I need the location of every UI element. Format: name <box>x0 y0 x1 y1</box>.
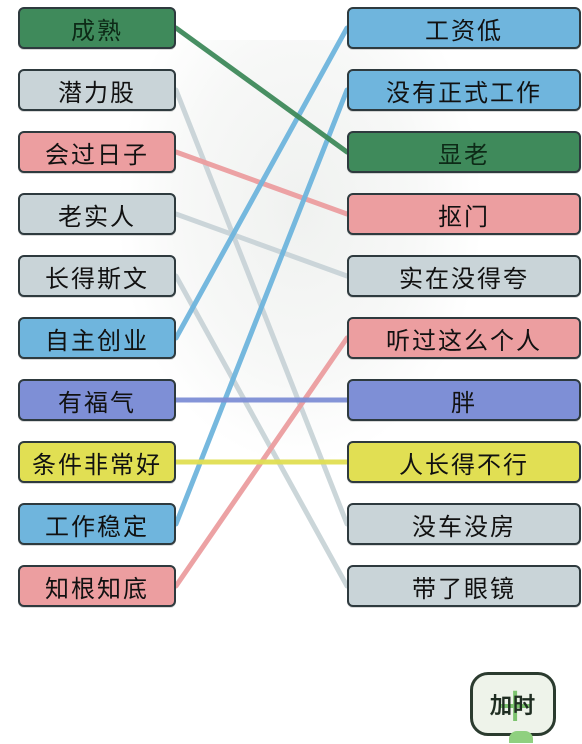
add-time-button[interactable]: + 加时 <box>470 672 556 743</box>
left-card-6[interactable]: 自主创业 <box>18 317 176 359</box>
right-card-8[interactable]: 人长得不行 <box>347 441 581 483</box>
left-card-3[interactable]: 会过日子 <box>18 131 176 173</box>
connection-line-1-to-3 <box>173 25 350 155</box>
right-card-5[interactable]: 实在没得夸 <box>347 255 581 297</box>
left-card-9[interactable]: 工作稳定 <box>18 503 176 545</box>
right-card-3[interactable]: 显老 <box>347 131 581 173</box>
right-card-1[interactable]: 工资低 <box>347 7 581 49</box>
plus-icon: + <box>495 677 536 733</box>
left-card-2[interactable]: 潜力股 <box>18 69 176 111</box>
left-card-10[interactable]: 知根知底 <box>18 565 176 607</box>
connection-line-5-to-10 <box>173 273 350 589</box>
right-card-2[interactable]: 没有正式工作 <box>347 69 581 111</box>
add-time-label: 加时 <box>489 694 536 719</box>
left-card-1[interactable]: 成熟 <box>18 7 176 49</box>
connection-line-9-to-2 <box>173 87 350 527</box>
left-card-7[interactable]: 有福气 <box>18 379 176 421</box>
left-card-4[interactable]: 老实人 <box>18 193 176 235</box>
left-card-5[interactable]: 长得斯文 <box>18 255 176 297</box>
right-card-7[interactable]: 胖 <box>347 379 581 421</box>
right-card-10[interactable]: 带了眼镜 <box>347 565 581 607</box>
right-card-9[interactable]: 没车没房 <box>347 503 581 545</box>
leaf-icon <box>509 731 533 743</box>
right-card-4[interactable]: 抠门 <box>347 193 581 235</box>
left-card-8[interactable]: 条件非常好 <box>18 441 176 483</box>
connection-line-6-to-1 <box>173 25 350 341</box>
connection-line-4-to-5 <box>173 211 350 279</box>
right-card-6[interactable]: 听过这么个人 <box>347 317 581 359</box>
